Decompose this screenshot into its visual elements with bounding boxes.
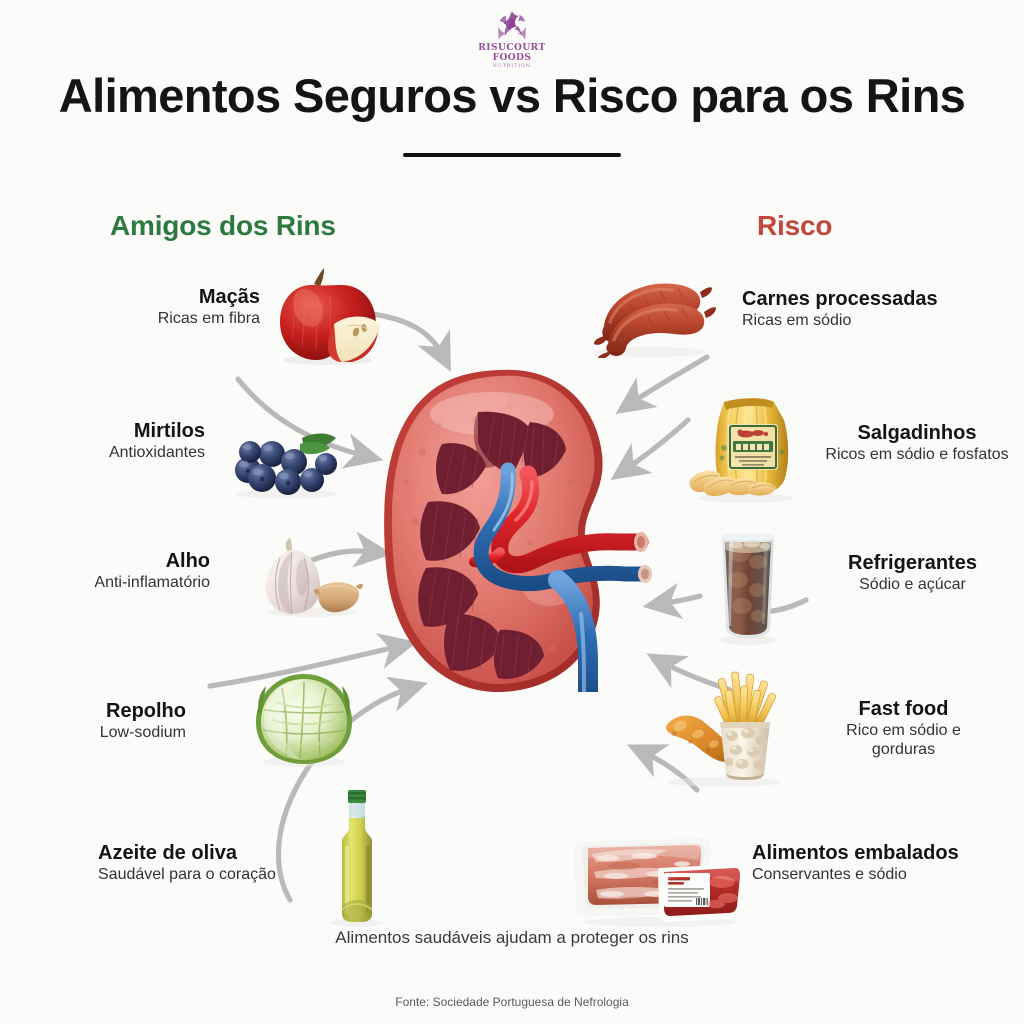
safe-item-garlic-desc: Anti-inflamatório: [94, 574, 210, 592]
safe-item-apples-desc: Ricas em fibra: [157, 310, 260, 328]
safe-item-blueberries: Mirtilos Antioxidantes: [0, 420, 205, 463]
safe-item-cabbage-desc: Low-sodium: [99, 724, 186, 742]
safe-item-olive-oil: Azeite de oliva Saudável para o coração: [98, 842, 378, 885]
soda-glass-icon: [710, 528, 786, 646]
meat-tray-small: [658, 864, 746, 922]
garlic-icon: [258, 536, 366, 618]
risk-item-fast-food-desc: Rico em sódio e gorduras: [846, 722, 961, 759]
cabbage-icon: [252, 672, 356, 768]
blueberries-icon: [228, 424, 346, 500]
fries-and-chicken-icon: [658, 670, 788, 788]
risk-item-snacks: Salgadinhos Ricos em sódio e fosfatos: [822, 422, 1012, 465]
risk-item-fast-food: Fast food Rico em sódio e gorduras: [816, 698, 991, 760]
risk-item-processed-meat-name: Carnes processadas: [742, 288, 938, 310]
risk-item-sodas: Refrigerantes Sódio e açúcar: [810, 552, 1015, 595]
column-heading-safe: Amigos dos Rins: [110, 210, 336, 241]
risk-item-snacks-name: Salgadinhos: [857, 422, 977, 444]
olive-oil-bottle-icon: [320, 788, 394, 928]
risk-item-packaged-foods-name: Alimentos embalados: [752, 842, 959, 864]
spilled-chips: [689, 470, 776, 496]
fries-cup: [714, 671, 776, 780]
risk-item-sodas-name: Refrigerantes: [848, 552, 977, 574]
sausages-icon: [586, 272, 718, 359]
risk-item-processed-meat: Carnes processadas Ricas em sódio: [742, 288, 1024, 331]
apple-icon: [272, 268, 384, 366]
safe-item-olive-oil-name: Azeite de oliva: [98, 842, 237, 864]
page-title: Alimentos Seguros vs Risco para os Rins: [58, 69, 966, 122]
sausage-front: [598, 303, 716, 359]
risk-item-snacks-desc: Ricos em sódio e fosfatos: [825, 446, 1009, 464]
risk-item-sodas-desc: Sódio e açúcar: [859, 576, 966, 594]
risk-item-fast-food-name: Fast food: [858, 698, 949, 720]
renal-pyramids: [418, 411, 566, 680]
safe-item-apples-name: Maçãs: [198, 286, 260, 308]
safe-item-olive-oil-desc: Saudável para o coração: [98, 866, 276, 884]
risk-item-packaged-foods: Alimentos embalados Conservantes e sódio: [752, 842, 1024, 885]
brand-wordmark: RISUCOURT FOODS: [478, 43, 546, 63]
safe-item-apples: Maçãs Ricas em fibra: [10, 286, 260, 329]
column-heading-risk: Risco: [757, 210, 833, 241]
safe-item-cabbage-name: Repolho: [106, 700, 186, 722]
risk-item-processed-meat-desc: Ricas em sódio: [742, 312, 852, 330]
title-divider: [403, 153, 621, 157]
footer-caption: Alimentos saudáveis ajudam a proteger os…: [335, 928, 689, 947]
safe-item-blueberries-name: Mirtilos: [133, 420, 205, 442]
safe-item-cabbage: Repolho Low-sodium: [0, 700, 186, 743]
risk-item-packaged-foods-desc: Conservantes e sódio: [752, 866, 907, 884]
safe-item-garlic-name: Alho: [165, 550, 210, 572]
berry-cluster: [235, 441, 337, 495]
brand-logo: RISUCOURT FOODS NUTRITION: [462, 8, 562, 69]
kidney-illustration: [382, 362, 682, 708]
brand-tagline: NUTRITION: [492, 64, 532, 69]
safe-item-blueberries-desc: Antioxidantes: [108, 444, 205, 462]
footer-source: Fonte: Sociedade Portuguesa de Nefrologi…: [395, 995, 629, 1009]
safe-item-garlic: Alho Anti-inflamatório: [0, 550, 210, 593]
chips-bag-icon: [688, 394, 804, 504]
packaged-meat-icon: [572, 832, 748, 928]
floral-crest-icon: [498, 11, 526, 40]
renal-vein: [473, 462, 652, 708]
